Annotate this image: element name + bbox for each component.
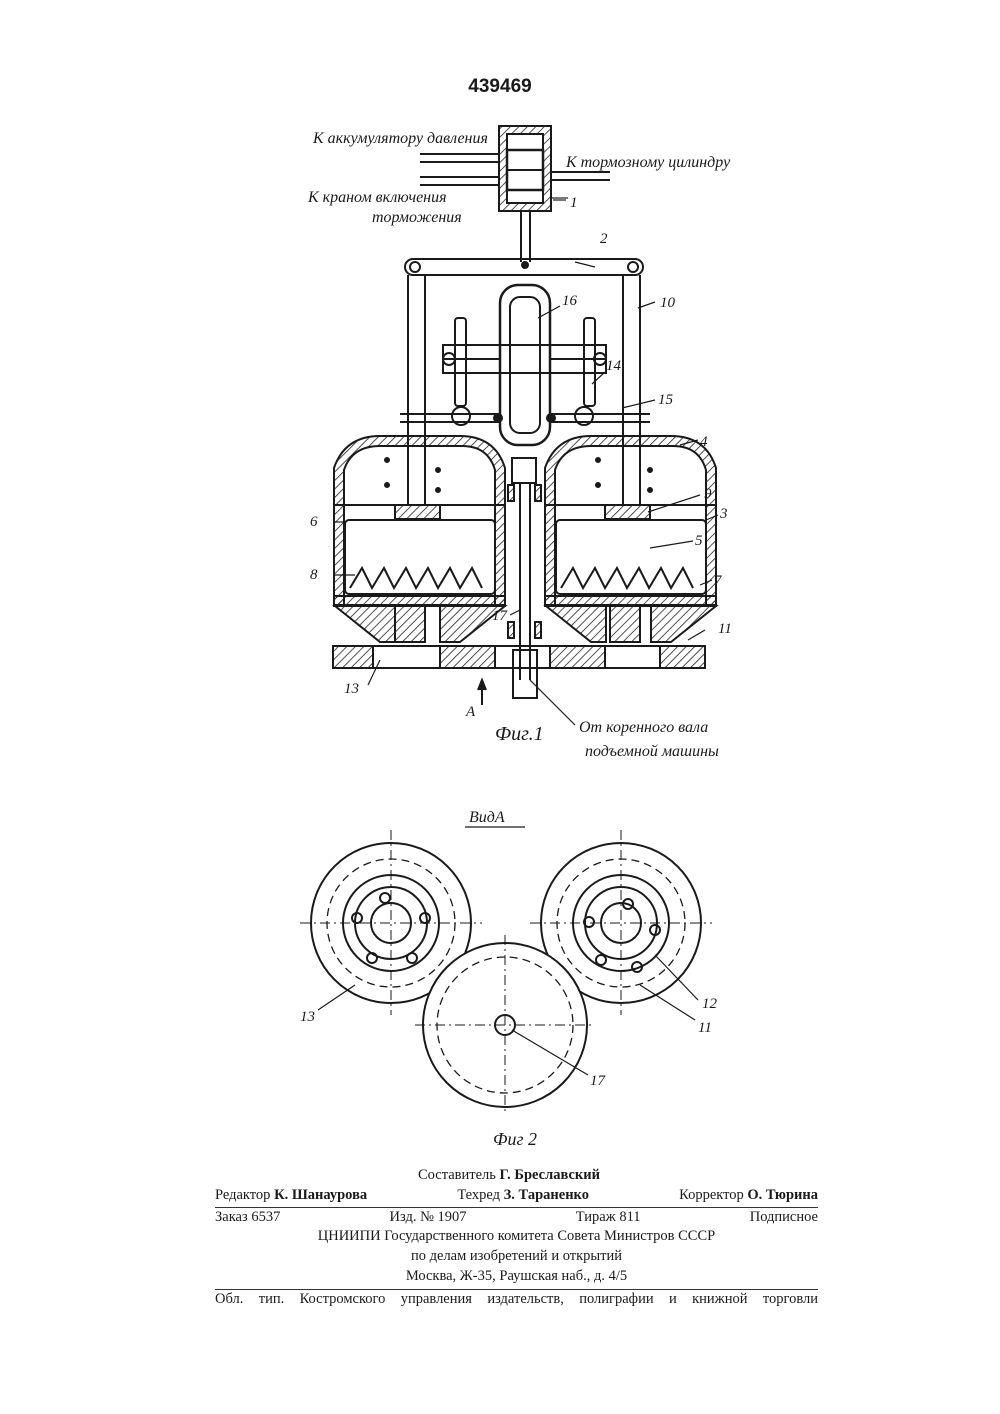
part-number-16: 16 <box>562 293 578 309</box>
editor-name: К. Шанаурова <box>274 1187 367 1203</box>
part-number-9: 9 <box>704 486 712 502</box>
label-to-accumulator: К аккумулятору давления <box>312 130 488 147</box>
printer-line: Обл. тип. Костромского управления издате… <box>215 1291 818 1308</box>
fig2-caption: Фиг 2 <box>493 1129 537 1149</box>
part-number-2: 2 <box>600 231 608 247</box>
label-from-shaft-line2: подъемной машины <box>585 743 719 760</box>
part-number-5: 5 <box>695 533 703 549</box>
corrector-label: Корректор <box>679 1187 744 1203</box>
circulation: Тираж 811 <box>576 1209 641 1226</box>
part-number-11: 11 <box>718 621 732 637</box>
org-line-3: Москва, Ж-35, Раушская наб., д. 4/5 <box>215 1268 818 1285</box>
part-number-1: 1 <box>570 195 578 211</box>
label-from-shaft-line1: От коренного вала <box>579 719 708 736</box>
subscription: Подписное <box>750 1209 818 1226</box>
techred-name: З. Тараненко <box>504 1187 589 1203</box>
left-drum-housing <box>334 436 505 642</box>
part-number-10: 10 <box>660 295 676 311</box>
staff-row: Редактор К. Шанаурова Техред З. Тараненк… <box>215 1187 818 1204</box>
part-number-6: 6 <box>310 514 318 530</box>
label-to-cranes-line1: К краном включения <box>307 189 447 206</box>
compiler-name: Г. Бреславский <box>500 1167 600 1183</box>
part-number-15: 15 <box>658 392 674 408</box>
fig1-caption: Фиг.1 <box>495 723 544 745</box>
central-shaft <box>508 458 541 698</box>
right-drum-housing <box>545 436 716 642</box>
part-number-17: 17 <box>492 608 509 624</box>
fig2-part-number-13: 13 <box>300 1009 315 1025</box>
corrector-name: О. Тюрина <box>747 1187 818 1203</box>
org-line-1: ЦНИИПИ Государственного комитета Совета … <box>215 1228 818 1245</box>
vertical-rods <box>408 275 640 505</box>
order-number: Заказ 6537 <box>215 1209 280 1226</box>
part-number-7: 7 <box>714 573 723 589</box>
fig2-part-number-11: 11 <box>698 1020 712 1036</box>
fig2-part-number-17: 17 <box>590 1073 607 1089</box>
fig2-part-number-12: 12 <box>702 996 718 1012</box>
view-a-arrow <box>478 680 486 705</box>
part-number-8: 8 <box>310 567 318 583</box>
lever-beam <box>405 259 643 275</box>
label-to-cranes-line2: торможения <box>372 209 462 226</box>
part-number-3: 3 <box>719 506 728 522</box>
compiler-line: Составитель Г. Бреславский <box>418 1167 600 1184</box>
rule-2 <box>215 1289 818 1290</box>
rule-1 <box>215 1207 818 1208</box>
technical-drawing: К аккумулятору давления К тормозному цил… <box>0 0 1000 1160</box>
order-row: Заказ 6537 Изд. № 1907 Тираж 811 Подписн… <box>215 1209 818 1226</box>
view-a-label: ВидА <box>469 809 505 826</box>
label-view-arrow: А <box>465 704 476 720</box>
label-to-brake-cylinder: К тормозному цилиндру <box>565 154 731 171</box>
org-line-2: по делам изобретений и открытий <box>215 1248 818 1265</box>
techred-label: Техред <box>457 1187 500 1203</box>
compiler-label: Составитель <box>418 1167 496 1183</box>
part-number-13: 13 <box>344 681 359 697</box>
figure-2: ВидА <box>300 809 718 1149</box>
editor-label: Редактор <box>215 1187 270 1203</box>
part-number-14: 14 <box>606 358 622 374</box>
part-number-4: 4 <box>700 434 708 450</box>
edition-number: Изд. № 1907 <box>390 1209 467 1226</box>
